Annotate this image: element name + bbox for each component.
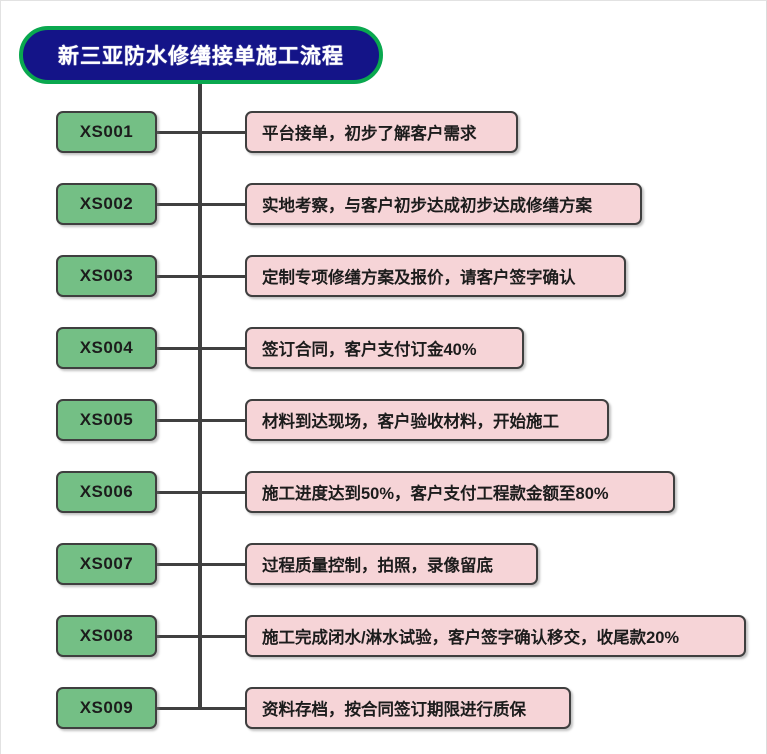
step-node-xs004[interactable]: 签订合同，客户支付订金40% [245,327,524,369]
code-node-label: XS009 [79,698,134,717]
code-node-label: XS006 [79,482,134,501]
connector-line-xs009 [157,707,245,710]
connector-line-xs004 [157,347,245,350]
trunk-line-vertical [198,84,202,708]
code-node-label: XS002 [79,194,134,213]
code-node-xs005[interactable]: XS005 [56,399,157,441]
step-node-xs008[interactable]: 施工完成闭水/淋水试验，客户签字确认移交，收尾款20% [245,615,746,657]
code-node-label: XS003 [79,266,134,285]
code-node-label: XS004 [79,338,134,357]
step-node-xs001[interactable]: 平台接单，初步了解客户需求 [245,111,518,153]
code-node-xs003[interactable]: XS003 [56,255,157,297]
code-node-label: XS001 [79,122,134,141]
step-node-label: 实地考察，与客户初步达成初步达成修缮方案 [262,197,592,215]
code-node-label: XS007 [79,554,134,573]
connector-line-xs008 [157,635,245,638]
step-node-label: 过程质量控制，拍照，录像留底 [262,557,493,575]
step-node-xs007[interactable]: 过程质量控制，拍照，录像留底 [245,543,538,585]
code-node-xs001[interactable]: XS001 [56,111,157,153]
step-node-label: 定制专项修缮方案及报价，请客户签字确认 [262,269,576,287]
connector-line-xs005 [157,419,245,422]
step-node-xs006[interactable]: 施工进度达到50%，客户支付工程款金额至80% [245,471,675,513]
code-node-xs006[interactable]: XS006 [56,471,157,513]
code-node-xs007[interactable]: XS007 [56,543,157,585]
step-node-xs005[interactable]: 材料到达现场，客户验收材料，开始施工 [245,399,609,441]
step-node-label: 施工进度达到50%，客户支付工程款金额至80% [262,485,609,503]
code-node-xs004[interactable]: XS004 [56,327,157,369]
step-node-label: 施工完成闭水/淋水试验，客户签字确认移交，收尾款20% [262,629,680,647]
connector-line-xs001 [157,131,245,134]
connector-line-xs006 [157,491,245,494]
step-node-label: 资料存档，按合同签订期限进行质保 [262,701,526,719]
flowchart-title: 新三亚防水修缮接单施工流程 [19,26,383,84]
step-node-xs003[interactable]: 定制专项修缮方案及报价，请客户签字确认 [245,255,626,297]
connector-line-xs007 [157,563,245,566]
connector-line-xs003 [157,275,245,278]
step-node-xs002[interactable]: 实地考察，与客户初步达成初步达成修缮方案 [245,183,642,225]
code-node-xs002[interactable]: XS002 [56,183,157,225]
step-node-label: 材料到达现场，客户验收材料，开始施工 [262,413,559,431]
code-node-label: XS005 [79,410,134,429]
code-node-xs009[interactable]: XS009 [56,687,157,729]
step-node-label: 签订合同，客户支付订金40% [262,341,477,359]
connector-line-xs002 [157,203,245,206]
step-node-label: 平台接单，初步了解客户需求 [262,125,477,143]
code-node-label: XS008 [79,626,134,645]
code-node-xs008[interactable]: XS008 [56,615,157,657]
step-node-xs009[interactable]: 资料存档，按合同签订期限进行质保 [245,687,571,729]
